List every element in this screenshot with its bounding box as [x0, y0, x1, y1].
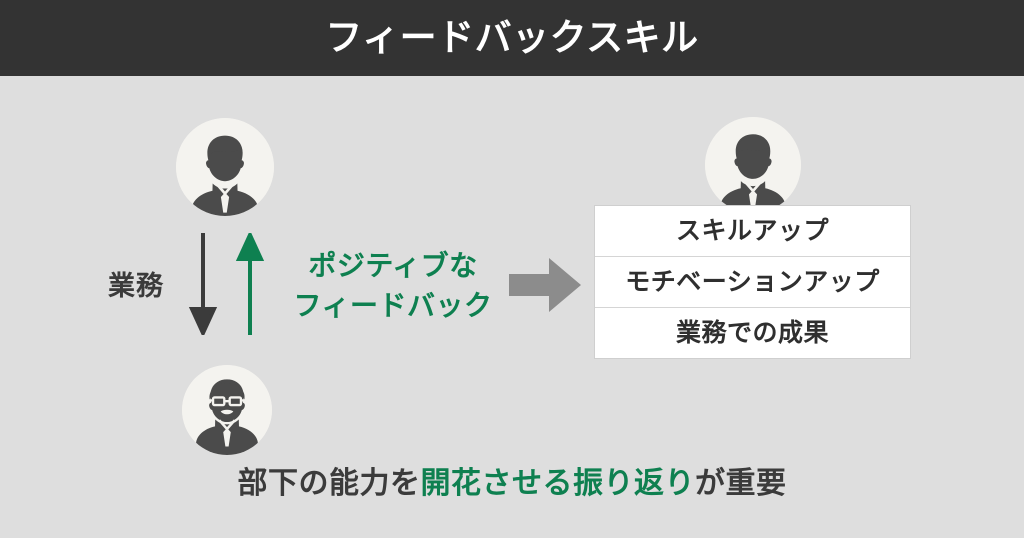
avatar-subordinate-bottom [182, 365, 272, 455]
positive-feedback-label: ポジティブな フィードバック [283, 246, 503, 326]
page-title: フィードバックスキル [325, 16, 699, 59]
outcome-item-skill-up: スキルアップ [595, 206, 910, 257]
summary-caption-highlight: 開花させる振り返り [420, 466, 695, 501]
outcome-list: スキルアップ モチベーションアップ 業務での成果 [594, 205, 911, 359]
positive-feedback-label-line2: フィードバック [293, 289, 493, 322]
result-flow-right-arrow-icon [509, 258, 581, 312]
positive-feedback-up-arrow-icon [233, 230, 267, 335]
outcome-item-motivation-up: モチベーションアップ [595, 257, 910, 308]
avatar-manager-right [705, 117, 801, 213]
work-label: 業務 [108, 271, 164, 302]
summary-caption: 部下の能力を開花させる振り返りが重要 [0, 458, 1024, 502]
avatar-manager-top [176, 118, 274, 216]
summary-caption-prefix: 部下の能力を [237, 466, 421, 501]
positive-feedback-label-line1: ポジティブな [308, 249, 478, 282]
summary-caption-suffix: が重要 [695, 466, 787, 501]
outcome-item-work-results: 業務での成果 [675, 318, 829, 347]
header-bar: フィードバックスキル [0, 0, 1024, 76]
work-assignment-down-arrow-icon [186, 233, 220, 338]
